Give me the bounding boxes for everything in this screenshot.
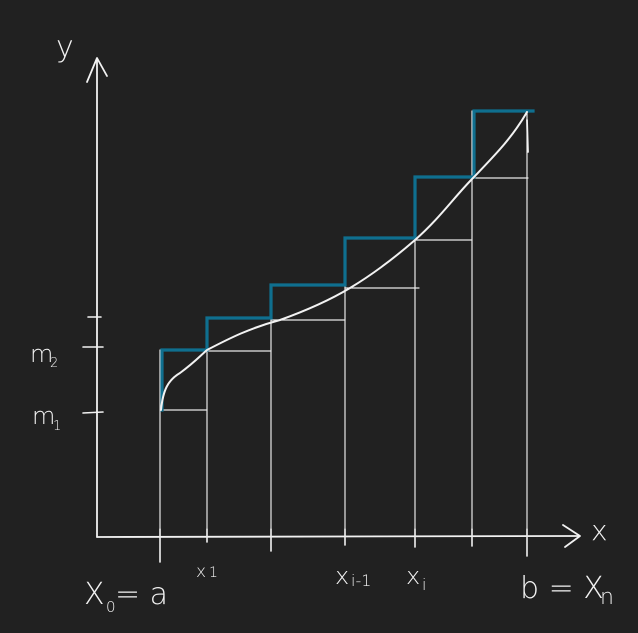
function-curve: [160, 111, 528, 411]
b-equals-xn-label: b = X: [520, 571, 604, 606]
xi-subscript: i: [422, 575, 426, 594]
x-axis-arrowhead: [562, 524, 581, 548]
partition-lines: [159, 110, 528, 538]
xi-label: x: [406, 562, 420, 590]
lower-sum-steps: [159, 177, 529, 411]
x0-equals-a: = a: [115, 577, 168, 612]
x0-label: X: [84, 577, 105, 612]
x0-subscript: 0: [106, 598, 116, 616]
x-axis: [96, 535, 579, 538]
y-axis-arrowhead: [86, 57, 108, 83]
xi-minus-1-subscript: i-1: [351, 571, 371, 590]
upper-sum-steps: [160, 109, 535, 412]
m2-label: m: [30, 340, 53, 368]
m1-label: m: [32, 402, 55, 430]
y-axis-label: y: [56, 30, 74, 65]
m2-subscript: 2: [50, 356, 58, 371]
x-axis-label: x: [591, 514, 608, 547]
x1-subscript: 1: [209, 565, 218, 581]
m1-subscript: 1: [53, 419, 61, 434]
curve-end-mark: [526, 119, 529, 153]
xn-subscript: n: [600, 585, 614, 610]
y-tick-m1: [82, 411, 104, 414]
x1-label: x: [196, 562, 206, 582]
xi-minus-1-label: x: [335, 562, 349, 590]
